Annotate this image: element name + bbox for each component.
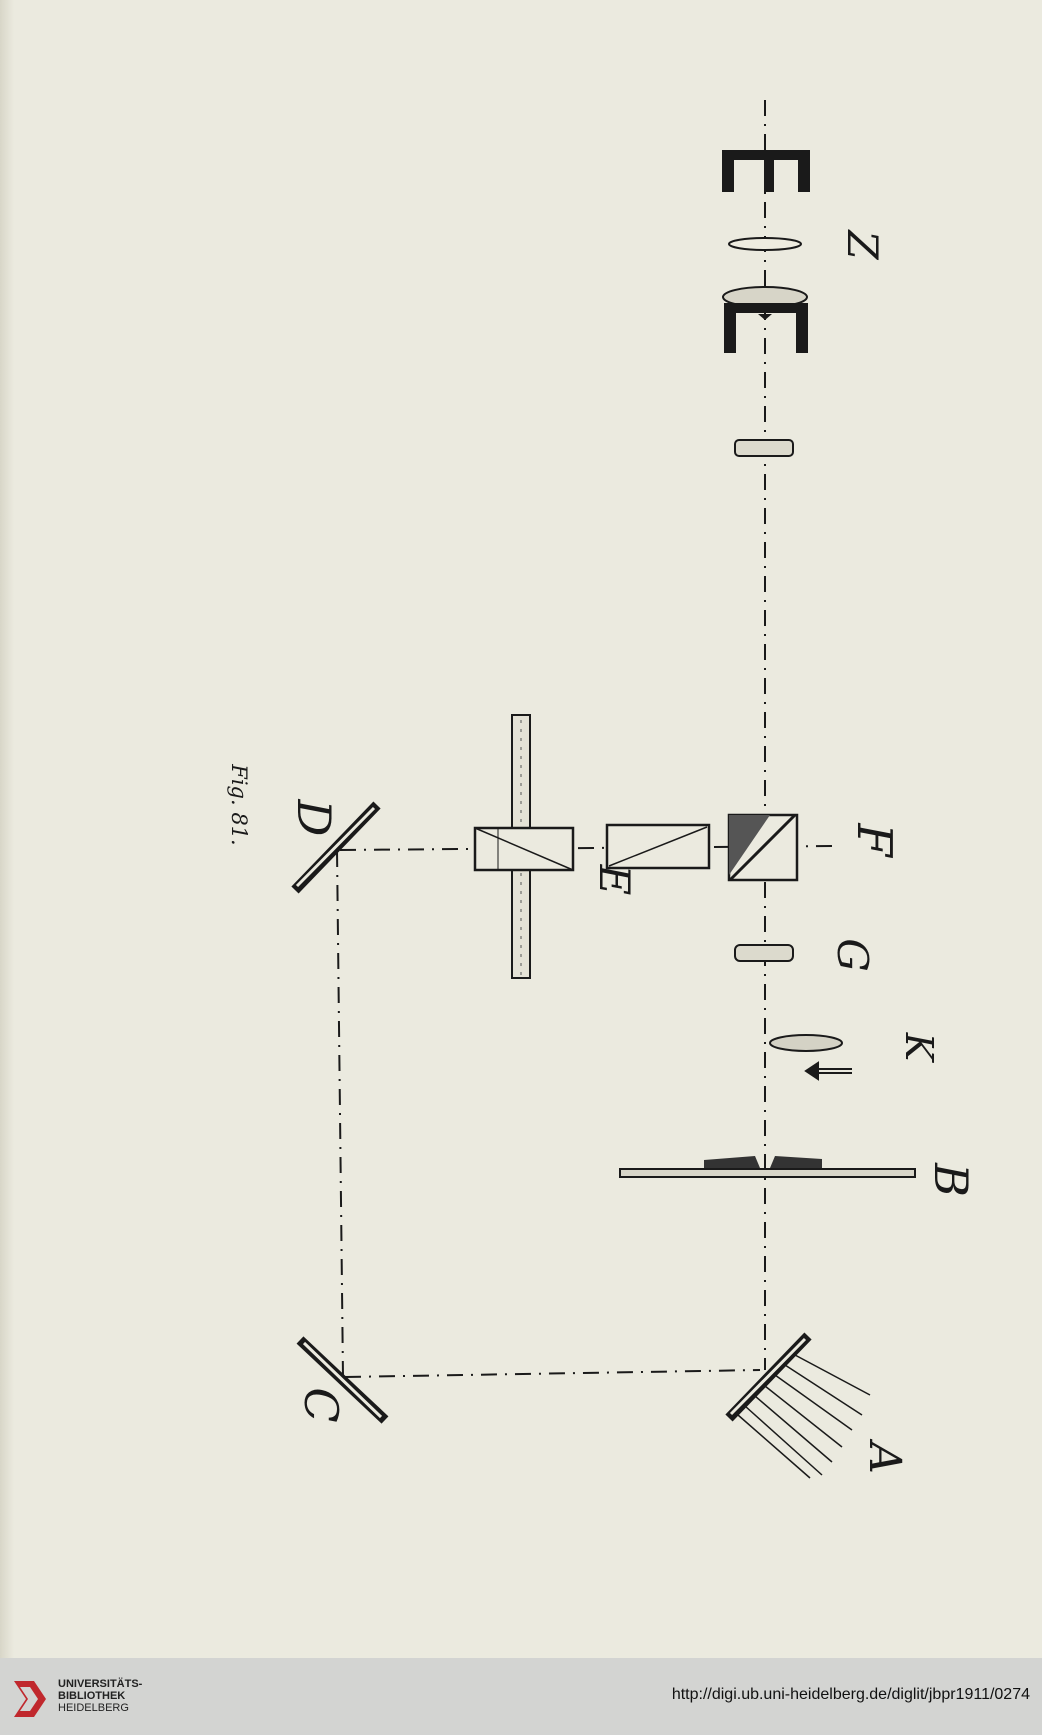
lens-J-small (728, 237, 802, 251)
mirror-C (296, 1336, 389, 1424)
polarizer-3-scale (473, 714, 575, 979)
permalink-url[interactable]: http://digi.ub.uni-heidelberg.de/diglit/… (671, 1686, 1030, 1703)
scanned-page: Z F E G K B A C D Fig. 81. (0, 0, 978, 1658)
polarizer-E-prism (605, 823, 711, 870)
beam-splitter-F (727, 813, 799, 882)
lens-G (734, 944, 794, 962)
label-F: F (846, 822, 902, 858)
stage-B (619, 1156, 916, 1178)
library-name-line-3: HEIDELBERG (58, 1702, 129, 1714)
label-A: A (859, 1438, 910, 1474)
axis-C-to-A (344, 1369, 761, 1378)
axis-C-to-D (336, 849, 344, 1378)
label-B: B (924, 1162, 978, 1197)
label-C: C (294, 1387, 348, 1422)
figure-caption: Fig. 81. (227, 763, 251, 845)
label-K: K (897, 1032, 941, 1064)
label-D: D (287, 799, 341, 837)
lower-holder (724, 303, 808, 353)
arrow-K (804, 1061, 852, 1081)
label-G: G (828, 938, 877, 972)
lens-mid-axis (734, 439, 794, 457)
label-Z: Z (838, 228, 887, 260)
optical-diagram: Z F E G K B A C D Fig. 81. (227, 100, 978, 1479)
library-name-line-2: BIBLIOTHEK (58, 1690, 126, 1702)
lens-K (769, 1034, 843, 1052)
library-name: UNIVERSITÄTS- BIBLIOTHEK HEIDELBERG (58, 1678, 142, 1714)
top-holder (722, 150, 810, 192)
mirror-A (725, 1332, 871, 1479)
library-name-line-1: UNIVERSITÄTS- (58, 1678, 143, 1690)
footer-bar: UNIVERSITÄTS- BIBLIOTHEK HEIDELBERG http… (0, 1658, 1042, 1735)
label-E: E (590, 864, 639, 896)
university-library-logo-icon (14, 1681, 46, 1717)
mirror-D (291, 801, 381, 894)
